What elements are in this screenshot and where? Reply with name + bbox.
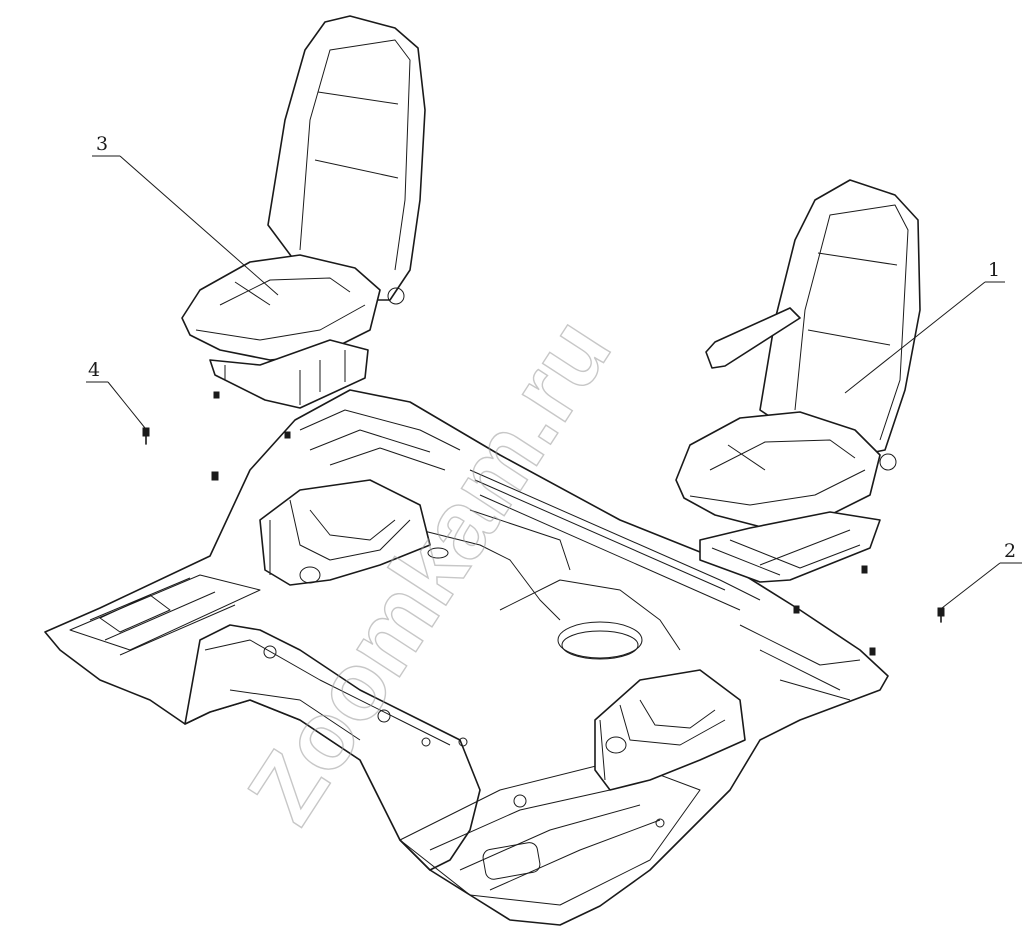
- cab-floor-panel: [44, 389, 889, 926]
- callout-2: 2: [1004, 540, 1016, 562]
- callout-3: 3: [96, 133, 108, 155]
- bolt-seat3-a-icon: [213, 391, 220, 399]
- callout-4: 4: [88, 359, 100, 381]
- callout-1: 1: [988, 259, 1000, 281]
- seat-3-passenger: [181, 15, 426, 409]
- bolt-seat1-c-icon: [869, 647, 876, 656]
- seat-1-driver: [675, 179, 921, 583]
- bolt-seat1-b-icon: [793, 605, 800, 614]
- bolt-seat3-c-icon: [284, 431, 291, 439]
- bolt-4-icon: [142, 427, 150, 437]
- leader-lines: [86, 155, 1022, 609]
- callout-labels: 3 1 4 2: [88, 133, 1016, 562]
- bolt-2-icon: [937, 607, 945, 617]
- bolt-seat1-a-icon: [861, 565, 868, 574]
- fastener-bolts: [142, 391, 945, 656]
- bolt-seat3-b-icon: [211, 471, 219, 481]
